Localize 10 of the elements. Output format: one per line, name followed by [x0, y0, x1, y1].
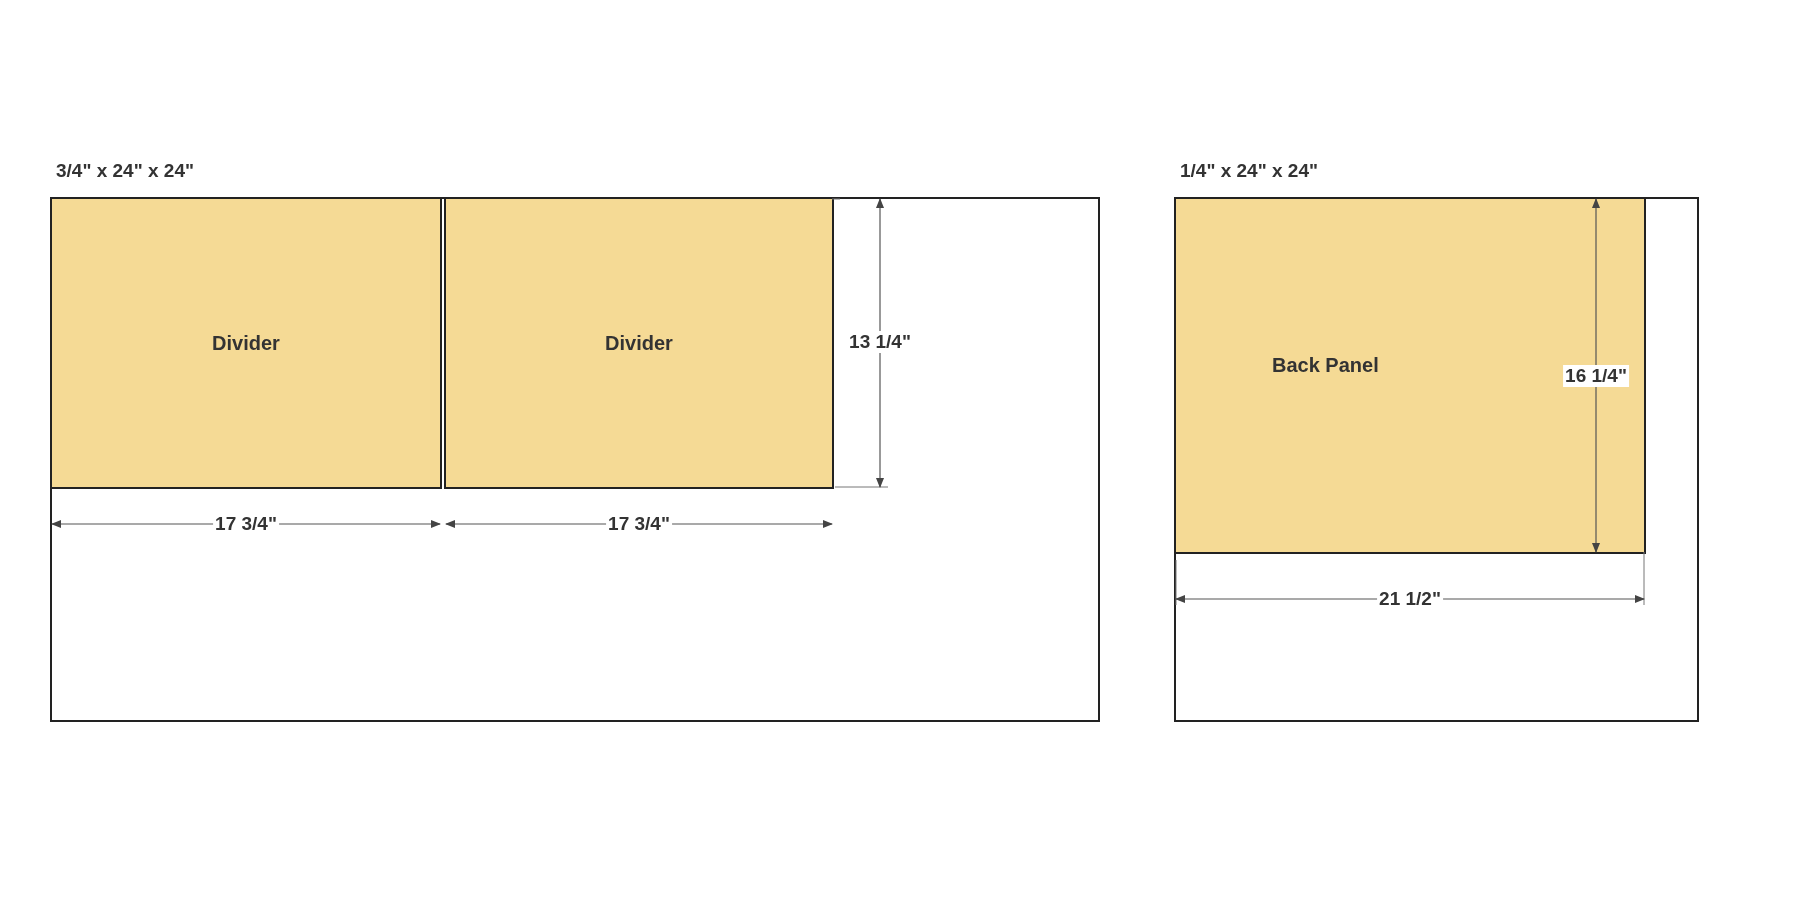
- dimension-label: 13 1/4": [847, 331, 913, 353]
- cut-part: [444, 197, 834, 489]
- part-name: Back Panel: [1272, 354, 1379, 377]
- cut-part: [50, 197, 442, 489]
- dimension-label: 16 1/4": [1563, 364, 1629, 387]
- sheet-size-heading: 3/4" x 24" x 24": [56, 160, 194, 182]
- part-name: Divider: [212, 331, 280, 355]
- cut-part: [1174, 197, 1646, 554]
- part-name: Divider: [605, 331, 673, 355]
- sheet-size-heading: 1/4" x 24" x 24": [1180, 160, 1318, 182]
